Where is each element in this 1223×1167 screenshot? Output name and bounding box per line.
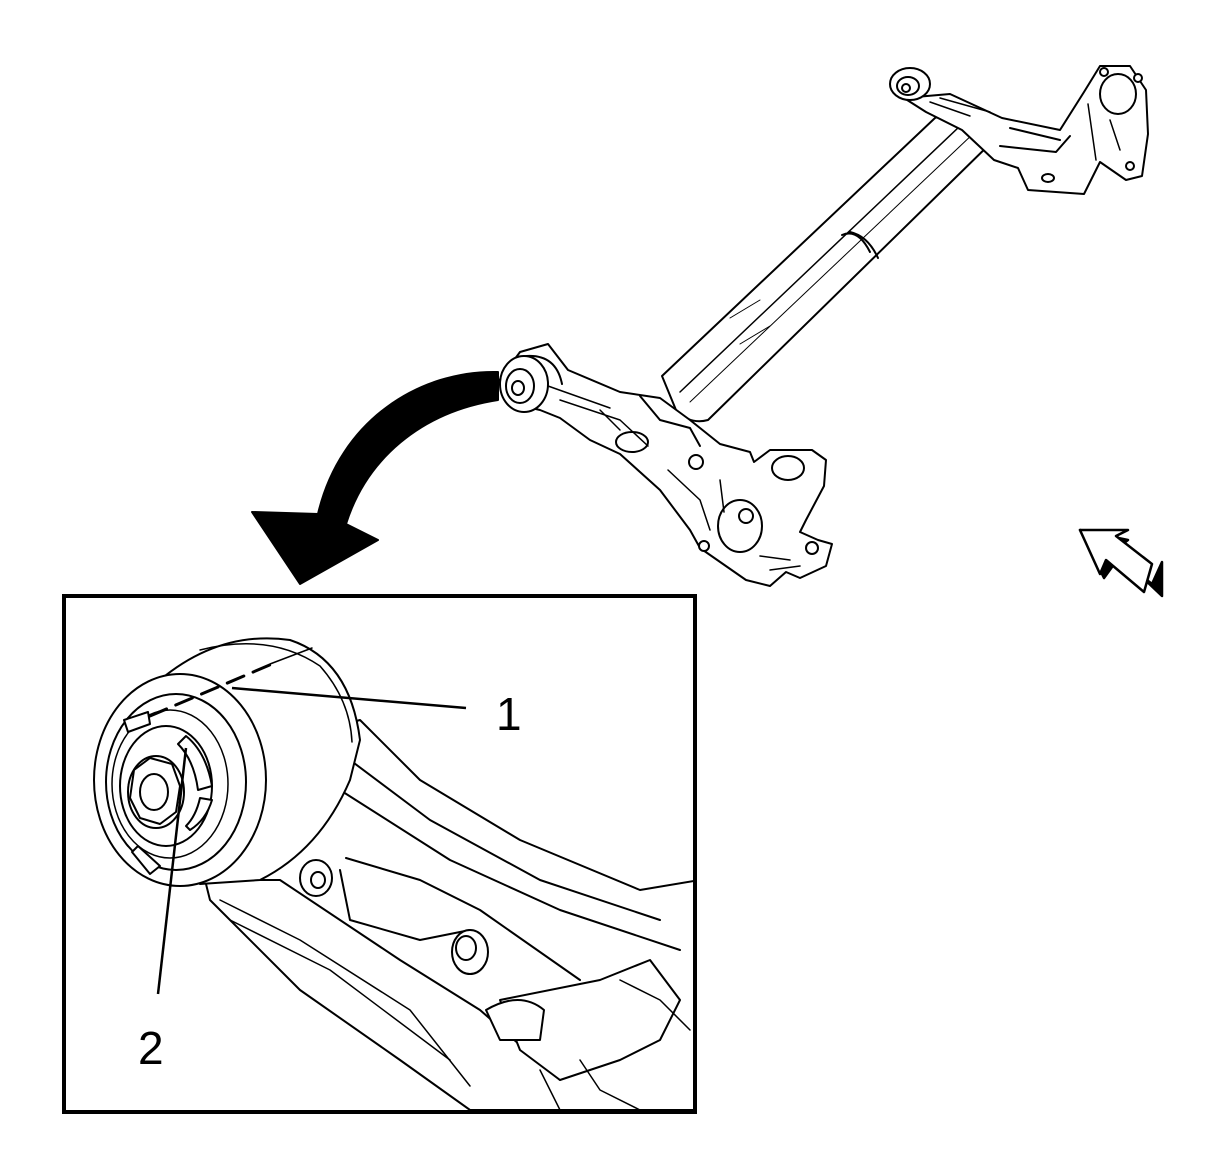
far-trailing-arm [903, 65, 1149, 195]
callout-1: 1 [496, 688, 522, 740]
callout-1-leader [231, 686, 467, 710]
callout-2: 2 [138, 1022, 164, 1074]
detail-bushing-view [93, 637, 693, 1110]
callout-2-leader [156, 747, 188, 995]
bushing-orientation-marker [148, 662, 274, 718]
curved-arrow-icon [251, 370, 499, 585]
axle-tube [661, 112, 999, 423]
rear-axle-assembly [497, 65, 1149, 587]
view-direction-arrow-icon [1078, 528, 1164, 598]
